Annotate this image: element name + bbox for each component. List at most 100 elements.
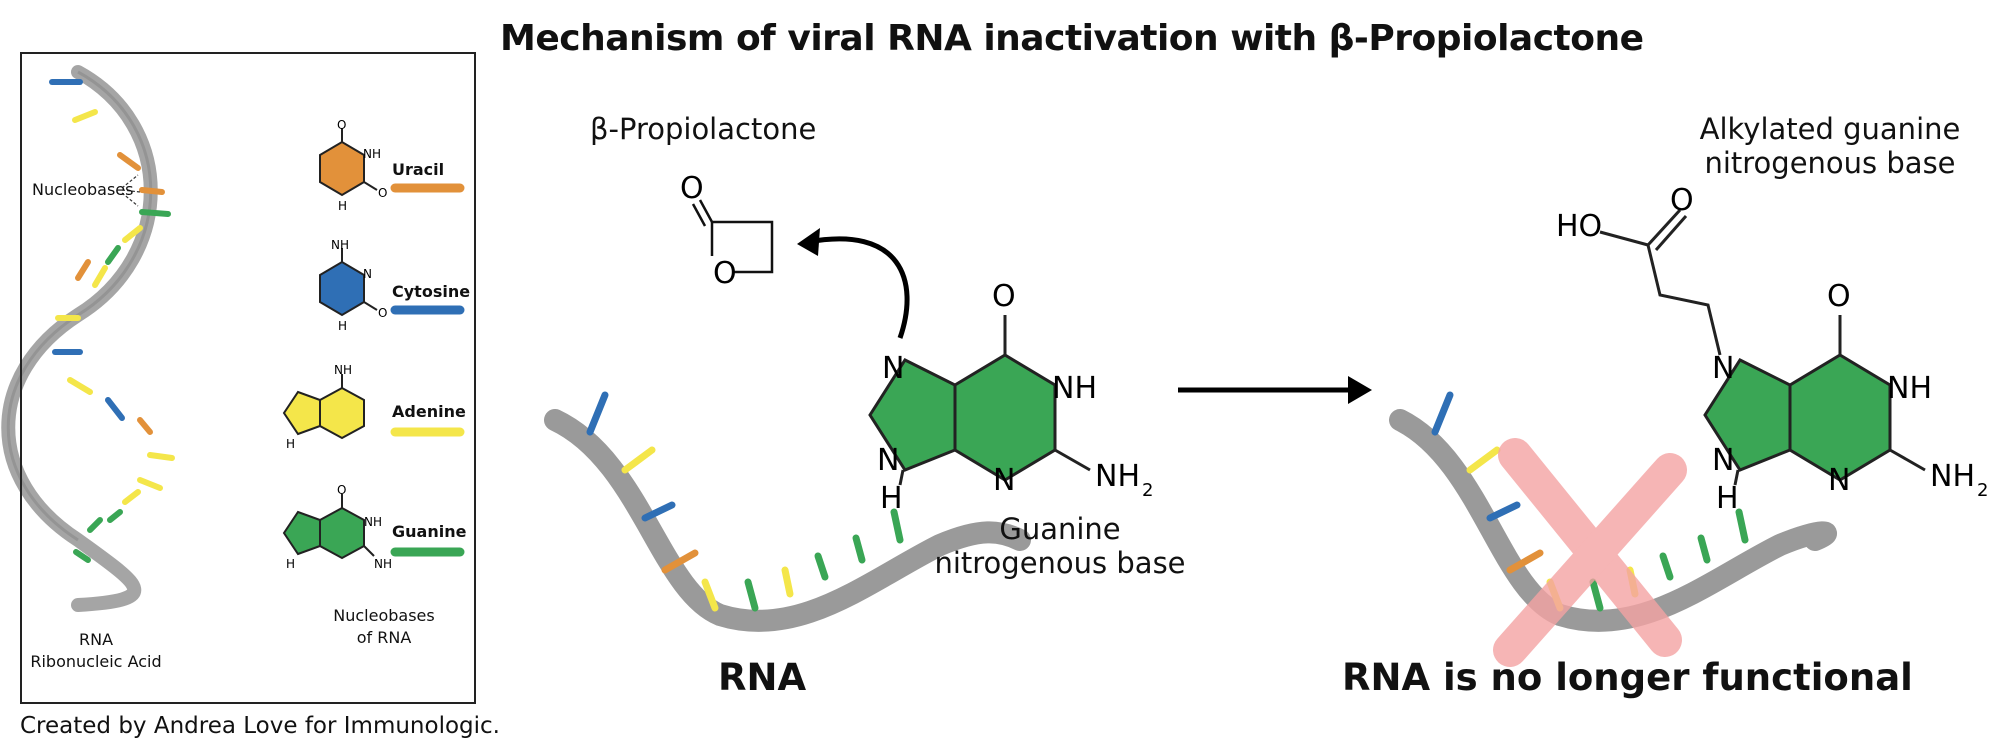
subscript-label: 2 — [1977, 480, 1988, 501]
helix-base-icon — [122, 489, 141, 505]
atom-label: NH — [363, 147, 381, 161]
atom-label: NH — [364, 515, 382, 529]
atom-label: H — [880, 481, 903, 516]
base-stick-icon — [1466, 446, 1501, 474]
uracil-molecule-icon: O NH O H — [319, 118, 387, 213]
base-stick-icon — [661, 549, 699, 574]
cytosine-molecule-icon: NH N O H — [319, 238, 387, 333]
attack-arrow-icon — [807, 236, 910, 339]
atom-label: O — [680, 171, 704, 206]
atom-label: H — [338, 319, 347, 333]
atom-label: N — [993, 463, 1015, 498]
atom-label: O — [1827, 279, 1851, 314]
atom-label: NH — [334, 363, 352, 377]
guanine-label: Guanine — [392, 522, 467, 541]
helix-base-icon — [122, 225, 143, 243]
atom-label: NH — [374, 557, 392, 571]
helix-base-icon — [139, 209, 171, 217]
helix-base-icon — [107, 509, 123, 523]
adenine-molecule-icon: NH H — [282, 363, 365, 451]
base-stick-icon — [1486, 501, 1521, 522]
atom-label: N — [877, 443, 899, 478]
atom-label: N — [882, 351, 904, 386]
atom-label: NH — [1930, 459, 1975, 494]
atom-label: O — [337, 118, 346, 132]
adenine-label: Adenine — [392, 402, 466, 421]
helix-base-icon — [105, 245, 121, 265]
base-stick-icon — [1735, 508, 1749, 544]
atom-label: N — [1828, 463, 1850, 498]
bases-caption-line1: Nucleobases — [333, 606, 435, 625]
alkylated-guanine-structure — [1599, 208, 1926, 486]
helix-base-icon — [75, 259, 91, 281]
atom-label: N — [1712, 351, 1734, 386]
atom-label: O — [1670, 183, 1694, 218]
guanine-label-line1: Guanine — [999, 512, 1121, 546]
helix-base-icon — [117, 152, 141, 171]
atom-label: HO — [1556, 209, 1602, 244]
base-stick-icon — [890, 508, 904, 544]
cross-out-icon — [1493, 438, 1687, 667]
atom-label: O — [378, 306, 387, 320]
base-stick-icon — [641, 501, 676, 522]
propiolactone-molecule-icon — [691, 199, 774, 274]
atom-label: O — [992, 279, 1016, 314]
helix-base-icon — [105, 397, 125, 421]
arrowhead-icon — [1348, 376, 1372, 404]
atom-label: NH — [331, 238, 349, 252]
nucleobase-panel — [20, 52, 476, 704]
base-stick-icon — [1697, 534, 1711, 564]
nucleobases-label: Nucleobases — [32, 180, 134, 199]
helix-base-icon — [73, 549, 91, 563]
guanine-structure-middle — [868, 315, 1091, 486]
helix-base-icon — [139, 187, 165, 195]
helix-base-icon — [72, 109, 98, 123]
base-stick-icon — [1431, 391, 1454, 436]
reagent-label: β-Propiolactone — [590, 112, 817, 146]
credit-text: Created by Andrea Love for Immunologic. — [20, 713, 500, 739]
base-stick-icon — [586, 391, 609, 436]
atom-label: N — [363, 267, 372, 281]
atom-label: N — [1712, 443, 1734, 478]
base-stick-icon — [1659, 552, 1674, 581]
atom-label: H — [286, 437, 295, 451]
helix-base-icon — [92, 265, 108, 288]
arrowhead-icon — [797, 228, 820, 256]
alkylated-label-line2: nitrogenous base — [1704, 146, 1956, 180]
atom-label: O — [713, 256, 737, 291]
page-title: Mechanism of viral RNA inactivation with… — [500, 18, 1644, 59]
atom-label: H — [338, 199, 347, 213]
base-stick-icon — [781, 566, 794, 598]
base-stick-icon — [814, 552, 829, 581]
helix-base-icon — [137, 477, 163, 491]
rna-strand-right — [1389, 391, 1838, 632]
guanine-label-line2: nitrogenous base — [934, 546, 1186, 580]
atom-label: NH — [1095, 459, 1140, 494]
rna-label-middle: RNA — [718, 656, 807, 699]
alkylated-label-line1: Alkylated guanine — [1699, 112, 1961, 146]
atom-label: NH — [1887, 371, 1932, 406]
helix-base-icon — [137, 417, 153, 435]
base-stick-icon — [701, 578, 719, 612]
helix-base-icon — [87, 517, 103, 533]
helix-base-icon — [147, 452, 175, 461]
result-label: RNA is no longer functional — [1342, 656, 1913, 699]
rna-label-long: Ribonucleic Acid — [30, 652, 162, 671]
rna-helix — [1, 65, 175, 612]
base-stick-icon — [852, 534, 866, 564]
base-stick-icon — [1506, 549, 1544, 574]
rna-label-short: RNA — [78, 630, 114, 649]
atom-label: H — [286, 557, 295, 571]
subscript-label: 2 — [1142, 480, 1153, 501]
guanine-molecule-icon: O NH NH H — [282, 483, 392, 571]
base-stick-icon — [744, 578, 759, 612]
helix-base-icon — [67, 377, 93, 395]
bases-caption-line2: of RNA — [356, 628, 412, 647]
atom-label: NH — [1052, 371, 1097, 406]
rna-strand-middle — [544, 391, 1031, 632]
cytosine-label: Cytosine — [392, 282, 471, 301]
base-stick-icon — [1589, 578, 1604, 612]
uracil-label: Uracil — [392, 160, 445, 179]
